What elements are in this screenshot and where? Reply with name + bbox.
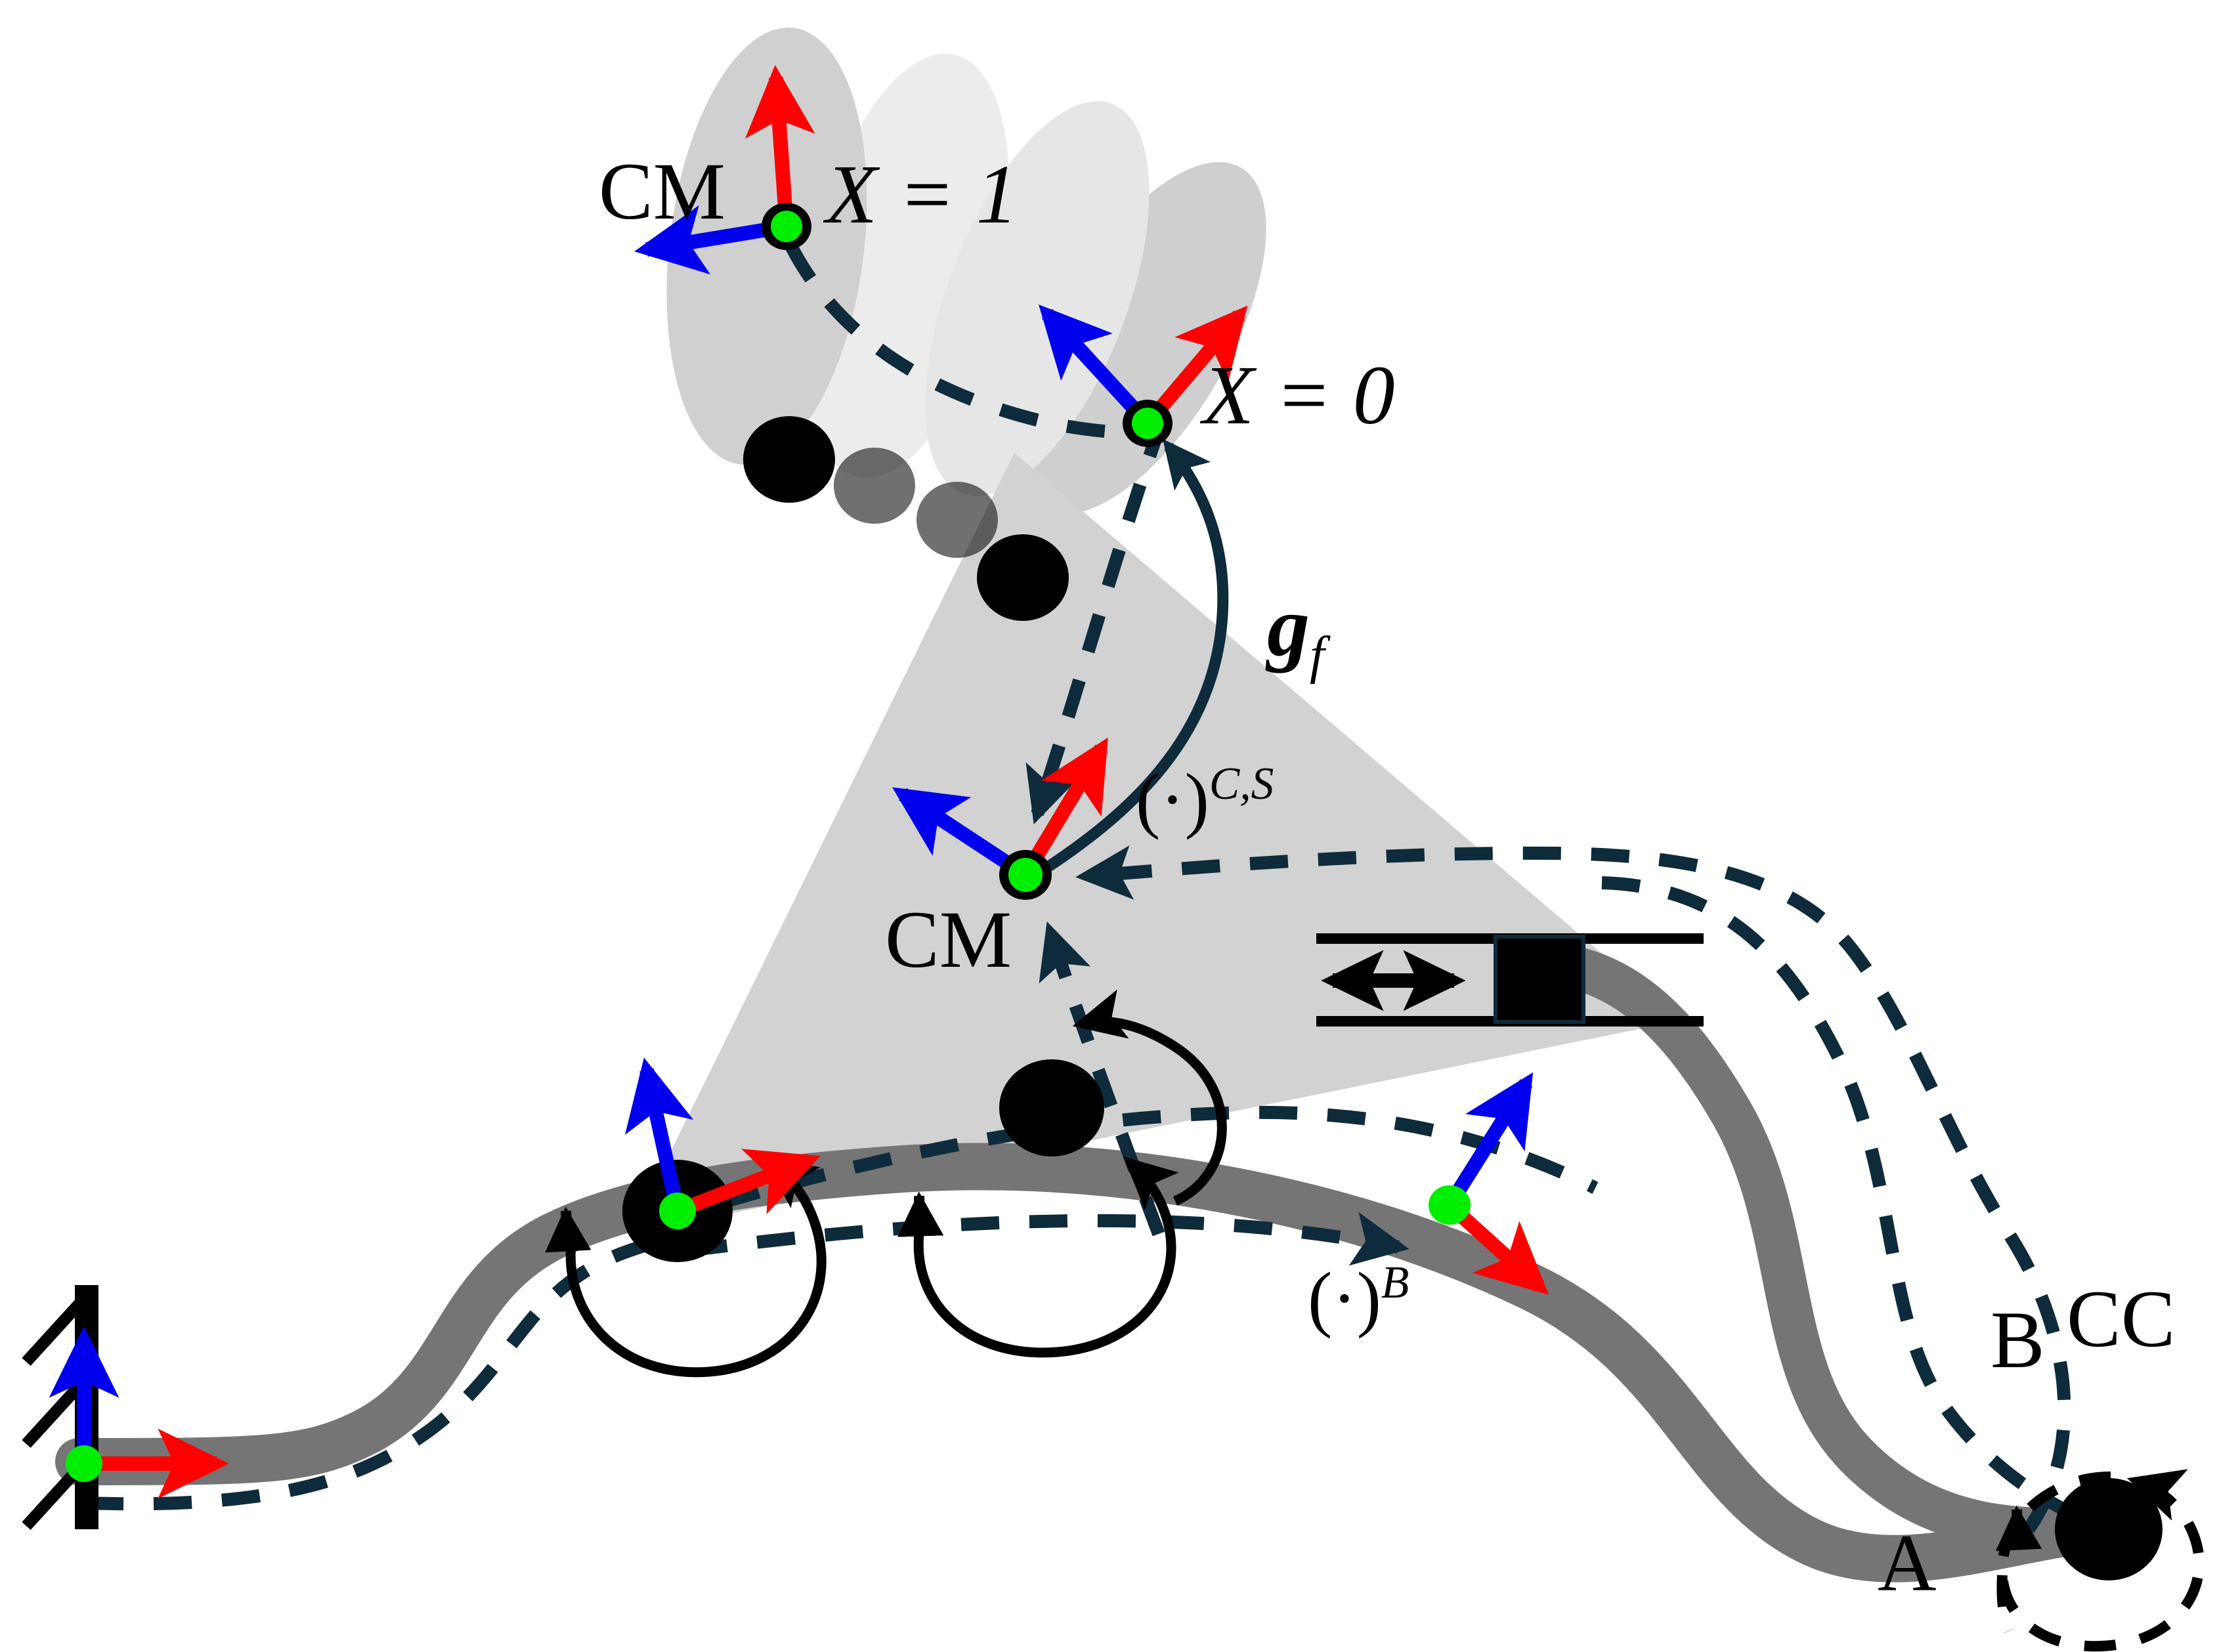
ghost-ellipse-1 [666, 28, 867, 465]
frame-cm-center [892, 737, 1108, 900]
frame-ground [49, 1326, 230, 1499]
ground-hatch-1 [22, 1298, 85, 1366]
point-a-label: A [1878, 1518, 1937, 1608]
ground-hatch-2 [22, 1380, 85, 1449]
ground-hatch-3 [22, 1462, 85, 1531]
frameb-y-axis [1443, 1072, 1534, 1209]
dot-b-label: (·)B [1308, 1258, 1410, 1336]
dashed-right-branch [1601, 876, 2110, 1536]
prismatic-block [1494, 935, 1585, 1024]
dot-cs-label: (·)C,S [1136, 759, 1274, 837]
frameb-origin [1429, 1185, 1471, 1225]
point-b-label: B [1991, 1295, 2045, 1385]
revolute-joint-a-disc [2055, 1478, 2163, 1580]
x-equals-zero-label: X = 0 [1203, 349, 1395, 442]
joint-discs [622, 416, 2163, 1580]
x-equals-one-label: X = 1 [826, 148, 1018, 241]
cm-frame-origin [1008, 858, 1043, 892]
gf-subscript: f [1310, 626, 1325, 685]
direction-arrow-joint2-base [897, 1191, 944, 1237]
dot-cs-superscript: C,S [1209, 759, 1274, 809]
ghost-ellipse-3 [925, 101, 1150, 496]
dashed-right-loop [1075, 845, 2071, 1533]
ghost-joint-disc-3 [916, 482, 998, 558]
cm-label-center: CM [885, 895, 1012, 985]
gf-curved-arrow [1041, 438, 1229, 875]
x0-frame-origin [1132, 408, 1163, 439]
closed-chain-loop-cc [1996, 1469, 2205, 1652]
rigid-body-triangle [630, 453, 1681, 1234]
frame-cm-top [634, 64, 815, 275]
dashed-joint1-to-b [688, 1212, 1410, 1266]
x0-frame-y-axis [1039, 304, 1153, 429]
dot-b-superscript: B [1381, 1258, 1410, 1308]
joint1-frame-y-axis [624, 1057, 694, 1213]
ghost-configuration-group [666, 28, 1266, 515]
ground-frame-origin [66, 1445, 102, 1482]
rotation-arrow-cm [1072, 989, 1227, 1206]
gf-label: gf [1267, 584, 1324, 683]
direction-arrow-joint1-base [545, 1206, 592, 1253]
gf-base: g [1267, 580, 1310, 674]
cc-label: CC [2067, 1274, 2176, 1364]
joint1-frame-x-axis [675, 1149, 821, 1218]
cc-arrow-tail [1996, 1575, 2014, 1633]
link-chain-tube [55, 1143, 2130, 1582]
chain-direction-arrows [545, 1191, 2042, 1552]
dot-cs-body: (·) [1136, 759, 1209, 841]
ghost-joint-disc-4 [977, 534, 1069, 621]
frame-joint-1 [624, 1057, 821, 1229]
x1-frame-origin [771, 211, 802, 242]
joint1-frame-origin [659, 1193, 696, 1229]
cm-label-top: CM [599, 146, 725, 236]
dot-b-body: (·) [1308, 1258, 1381, 1340]
direction-arrow-a [1995, 1505, 2042, 1552]
rotation-arrow-joint2 [913, 1156, 1179, 1358]
frame-joint-b [1429, 1072, 1549, 1295]
dashed-x1-to-x0 [785, 243, 1146, 440]
link-chain-branch [1518, 942, 2128, 1552]
frame-cm-x0 [1039, 304, 1248, 447]
prismatic-joint-group [1316, 933, 1704, 1027]
revolute-joint-2-disc [999, 1059, 1104, 1156]
ghost-joint-disc-1 [743, 416, 835, 503]
x1-frame-x-axis [745, 64, 815, 227]
ghost-joint-disc-2 [834, 448, 915, 524]
cc-dashed-circle [1996, 1469, 2205, 1652]
